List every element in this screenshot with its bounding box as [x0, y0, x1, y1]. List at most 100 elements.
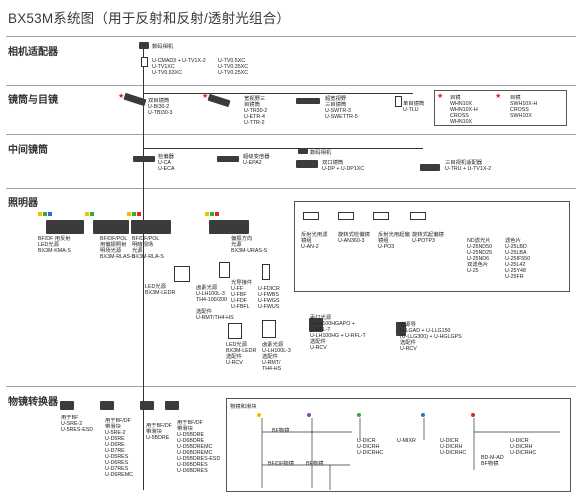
led-source-icon: [174, 266, 190, 282]
filter-icon: [303, 212, 319, 220]
light-guide-icon: [262, 264, 270, 280]
color-dot-icon: [257, 413, 261, 417]
light-guide-label-2: U-FDICR U-FWBS U-FWGS U-FWUS: [258, 286, 280, 310]
filter-b-label: 旋转式检偏镜 U-AN360-3: [338, 232, 370, 244]
color-tag-icon: [215, 212, 219, 216]
bfdf-objective-label: BF/DF物镜: [268, 461, 294, 467]
bf-led-label: BF/DF 用反射 LED光源 BX3M-KMA-S: [38, 236, 71, 254]
camera-adapter-list-b: U-TV0.5XC U-TV0.35XC U-TV0.25XC: [218, 58, 249, 76]
single-tube-label: 单目镜筒 U-TLU: [403, 101, 425, 113]
section-divider: [6, 386, 576, 387]
eyepiece-a-label: 目镜 WHN10X WHN10X-H CROSS WHN10X: [450, 95, 478, 125]
objectives-title: 物镜和滑块: [230, 404, 257, 410]
mercury-lamp-icon: [309, 318, 323, 332]
filter-d-label: 旋转式起偏镜 U-POTP3: [412, 232, 444, 244]
section-camera-label: 相机适配器: [8, 47, 58, 58]
ir-illuminator-icon: [209, 220, 249, 234]
color-filter-label: 滤色片 U-25LBD U-25LBA U-25IF550 U-25L42 U-…: [505, 238, 531, 280]
revolver-c-label: 用于BF/DF 带滑块 U-5BDRE: [146, 423, 172, 441]
nd-filter-label: ND滤光片 U-25ND50 U-25ND25 U-25ND6 双滤色片 U-2…: [467, 238, 493, 274]
intermediate-connector-line: [143, 148, 423, 149]
section-divider: [6, 85, 576, 86]
page-title: BX53M系统图（用于反射和反射/透射光组合）: [8, 11, 291, 26]
section-intermediate-label: 中间镜筒: [8, 145, 48, 156]
color-dot-icon: [307, 413, 311, 417]
star-icon: ★: [495, 93, 502, 100]
led-illuminator-icon: [46, 220, 84, 234]
magnifier-label: 超级变倍器 U-EPA2: [243, 154, 270, 166]
section-tube-label: 镜筒与目镜: [8, 95, 58, 106]
color-tag-icon: [205, 212, 209, 216]
tube-connector-line: [143, 93, 413, 94]
dic-b-label: U-DICR U-DICRH U-DICRHC: [440, 438, 467, 456]
filter-icon: [373, 212, 389, 220]
upright-trinocular-label: 超宽视野 三目镜筒 U-SWTR-3 U-SWETTR-5: [325, 96, 358, 120]
color-tag-icon: [85, 212, 89, 216]
revolver-d-label: 用于BF/DF 带滑块 U-D5BDRE U-D6BDRE U-D5BDREMC…: [177, 420, 221, 474]
revolver-a-label: 用于BF U-SRE-2 U-5RES-ESD: [61, 415, 94, 433]
filter-icon: [410, 212, 426, 220]
led-source-label: LED光源 BX3M-LEDR: [145, 284, 176, 296]
color-tag-icon: [127, 212, 131, 216]
color-tag-icon: [43, 212, 47, 216]
single-tube-icon: [395, 96, 402, 107]
light-guide-source-icon: [396, 322, 406, 336]
bdmad-label: BD-M-AD BF物镜: [481, 455, 504, 467]
camera-adapter-icon: [141, 57, 148, 67]
analyzer-icon: [133, 156, 155, 162]
section-divider: [6, 36, 576, 37]
dic-c-label: U-DICR U-DICRH U-DICRHC: [510, 438, 537, 456]
light-guide-label: 光导接件 U-FF U-FBF U-FDF U-FBFL: [231, 280, 253, 310]
color-tag-icon: [48, 212, 52, 216]
eyepiece-b-label: 目镜 SWH10X-H CROSS SWH10X: [510, 95, 538, 119]
halogen2-label: 卤素光源 U-LH100L-3 选配件 U-RMT/ TH4-HS: [262, 342, 291, 372]
camera-icon: [139, 42, 149, 49]
color-dot-icon: [357, 413, 361, 417]
binocular-tube-label: 双目镜筒 U-BI30-2 U-TBI30-3: [148, 98, 173, 116]
three-port-label: 三目视机适配器 U-TRU + U-TV1X-2: [445, 160, 492, 172]
tam-label: 选配件 U-RMT/TH4-HS: [196, 309, 234, 321]
trinocular-tube-label: 宽视野三 目镜筒 U-TR30-2 U-ETR-4 U-TTR-2: [244, 96, 268, 126]
halogen-label: 卤素光源 U-LH100L-3 TH4-100/200: [196, 285, 227, 303]
star-icon: ★: [118, 93, 125, 100]
star-icon: ★: [437, 93, 444, 100]
color-tag-icon: [132, 212, 136, 216]
mixr-label: U-MIXR: [397, 438, 416, 444]
analyzer-label: 检偏器 U-CA U-ECA: [158, 154, 175, 172]
filter-c-label: 反射光用起偏 镜组 U-PO3: [378, 232, 410, 250]
dual-port-label: 双口镜筒 U-DP + U-DP1XC: [322, 160, 365, 172]
ir-label: 偏振方向 光源 BX3M-URAS-S: [231, 236, 268, 254]
color-tag-icon: [38, 212, 42, 216]
mercury-label: 汞灯光源 U-LH100HGAPO + U-RFL-T U-LH100HG + …: [310, 315, 366, 351]
dic-a-label: U-DICR U-DICRH U-DICRHC: [357, 438, 384, 456]
bfdfpol-illuminator-icon: [93, 220, 129, 234]
bf-objective-label: BF物镜: [272, 428, 290, 434]
revolver-icon: [100, 401, 114, 410]
led-lamp-icon: [228, 323, 242, 339]
camera-label: 数码相机: [152, 44, 174, 50]
section-divider: [6, 188, 576, 189]
dual-port-icon: [296, 160, 318, 168]
bfdfpol2-illuminator-icon: [131, 220, 171, 234]
magnifier-icon: [217, 156, 239, 162]
revolver-icon: [60, 401, 74, 410]
section-nosepiece-label: 物镜转换器: [8, 397, 58, 408]
bfdfpol-label: BF/DF/POL 用偏振照射 明场光源 BX3M-RLAS-S: [100, 236, 136, 260]
light-guide-source-label: 光源导 U-LGAD + U-LLG150 (U-LLG300) + U-HGL…: [400, 322, 462, 352]
section-divider: [6, 134, 576, 135]
led2-label: LED光源 BX3M-LEDR 选配件 U-RCV: [226, 342, 257, 366]
color-dot-icon: [471, 413, 475, 417]
filter-a-label: 反射光用滤 镜组 U-AN-2: [301, 232, 328, 250]
halogen-icon: [219, 262, 230, 278]
color-dot-icon: [421, 413, 425, 417]
filter-icon: [338, 212, 354, 220]
upright-trinocular-icon: [296, 98, 320, 104]
revolver-b-label: 用于BF/DF 带滑块 U-5RE-2 U-D5RE U-D6RE U-D7RE…: [105, 418, 133, 478]
main-connector-line: [143, 45, 144, 490]
section-illumination-label: 照明器: [8, 198, 38, 209]
halogen-lamp-icon: [262, 320, 276, 338]
camera-icon: [298, 148, 308, 154]
three-port-icon: [420, 164, 440, 171]
